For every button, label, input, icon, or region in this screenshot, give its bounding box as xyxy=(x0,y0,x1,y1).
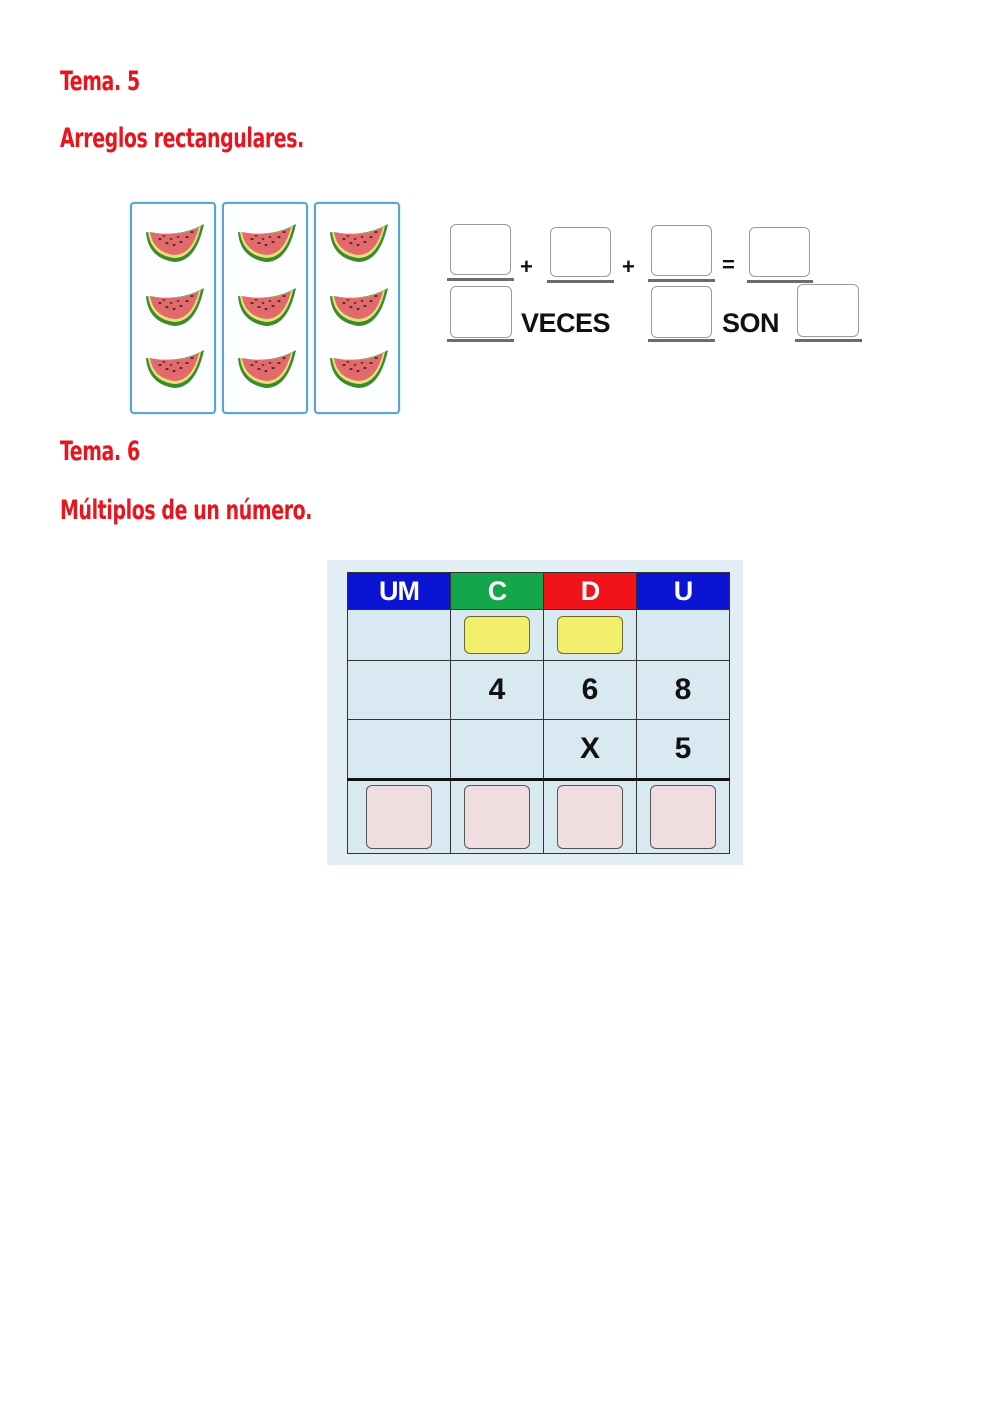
underline xyxy=(547,280,614,283)
answer-row xyxy=(347,778,730,854)
array-column-3 xyxy=(314,202,400,414)
watermelon-slice-icon xyxy=(232,282,298,330)
answer-cell-d xyxy=(543,778,637,854)
watermelon-slice-icon xyxy=(324,282,390,330)
group-size-input[interactable] xyxy=(651,286,712,338)
plus-sign: + xyxy=(520,254,533,279)
carry-input-c[interactable] xyxy=(464,616,530,654)
times-sign: X xyxy=(543,719,637,780)
carry-cell-d xyxy=(543,609,637,661)
answer-input-d[interactable] xyxy=(557,785,623,849)
carry-input-d[interactable] xyxy=(557,616,623,654)
header-d: D xyxy=(543,572,637,610)
multiplicand-row: 4 6 8 xyxy=(347,660,730,720)
watermelon-slice-icon xyxy=(140,282,206,330)
answer-cell-u xyxy=(636,778,730,854)
place-value-table: UM C D U 4 6 8 X 5 xyxy=(347,572,730,854)
watermelon-slice-icon xyxy=(232,344,298,392)
watermelon-slice-icon xyxy=(324,218,390,266)
underline xyxy=(648,339,715,342)
product-input[interactable] xyxy=(797,284,859,337)
watermelon-slice-icon xyxy=(324,344,390,392)
carry-row xyxy=(347,609,730,661)
carry-cell-u xyxy=(636,609,730,661)
digit-cell: 8 xyxy=(636,660,730,720)
underline xyxy=(795,339,862,342)
multiplier-row: X 5 xyxy=(347,719,730,780)
addend-3-input[interactable] xyxy=(651,225,712,276)
digit-cell xyxy=(347,719,451,780)
section-title-tema-6: Tema. 6 xyxy=(60,436,140,467)
times-count-input[interactable] xyxy=(450,286,512,338)
answer-cell-c xyxy=(450,778,544,854)
answer-cell-um xyxy=(347,778,451,854)
underline xyxy=(648,279,715,282)
digit-cell: 5 xyxy=(636,719,730,780)
place-value-multiplication: UM C D U 4 6 8 X 5 xyxy=(327,560,743,865)
watermelon-slice-icon xyxy=(140,344,206,392)
answer-input-u[interactable] xyxy=(650,785,716,849)
digit-cell: 6 xyxy=(543,660,637,720)
watermelon-slice-icon xyxy=(232,218,298,266)
section-subtitle-arreglos: Arreglos rectangulares. xyxy=(60,123,304,154)
watermelon-slice-icon xyxy=(140,218,206,266)
underline xyxy=(447,339,514,342)
header-um: UM xyxy=(347,572,451,610)
answer-input-c[interactable] xyxy=(464,785,530,849)
carry-cell-um xyxy=(347,609,451,661)
digit-cell: 4 xyxy=(450,660,544,720)
veces-label: VECES xyxy=(521,308,611,338)
array-column-1 xyxy=(130,202,216,414)
plus-sign: + xyxy=(622,254,635,279)
header-u: U xyxy=(636,572,730,610)
digit-cell xyxy=(347,660,451,720)
addend-1-input[interactable] xyxy=(450,224,511,275)
carry-cell-c xyxy=(450,609,544,661)
equals-sign: = xyxy=(722,252,735,277)
son-label: SON xyxy=(722,308,780,338)
answer-input-um[interactable] xyxy=(366,785,432,849)
underline xyxy=(447,278,514,281)
digit-cell xyxy=(450,719,544,780)
sum-input[interactable] xyxy=(749,227,810,277)
header-c: C xyxy=(450,572,544,610)
array-column-2 xyxy=(222,202,308,414)
addend-2-input[interactable] xyxy=(550,227,611,277)
section-title-tema-5: Tema. 5 xyxy=(60,66,140,97)
underline xyxy=(747,280,813,283)
section-subtitle-multiplos: Múltiplos de un número. xyxy=(60,495,313,526)
